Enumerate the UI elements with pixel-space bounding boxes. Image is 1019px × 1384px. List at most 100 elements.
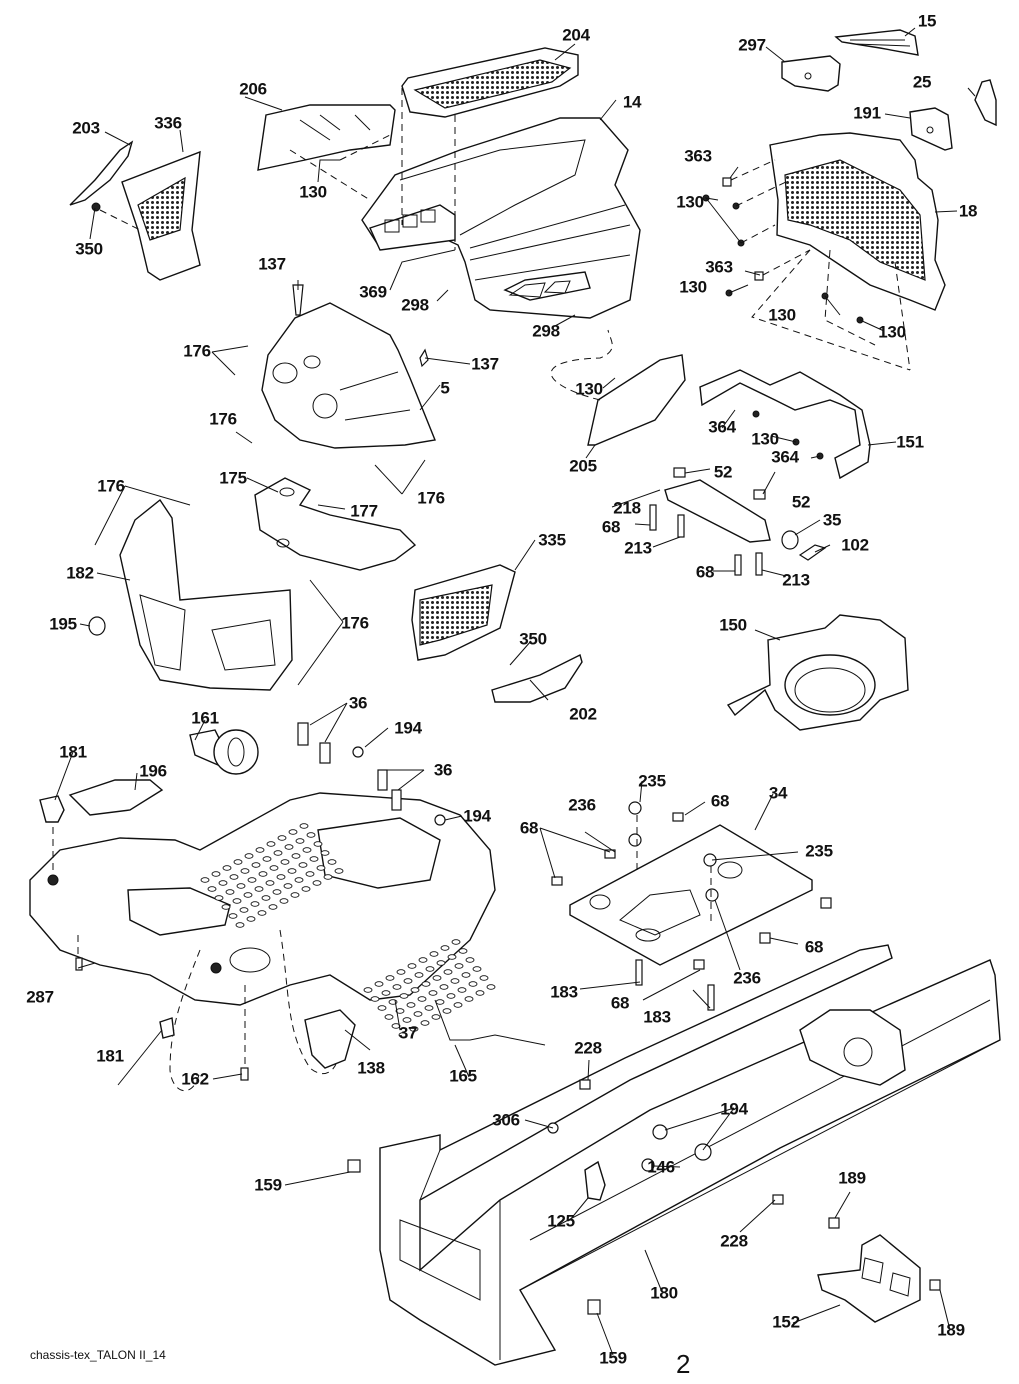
hood-bracket (699, 369, 871, 480)
vent-slot (288, 829, 298, 835)
callout-34: 34 (768, 783, 788, 803)
vent-slot (409, 1026, 419, 1032)
vent-slot (486, 984, 496, 990)
vent-slot (301, 886, 311, 892)
callout-176-c: 176 (417, 488, 445, 508)
callout-176-d: 176 (97, 476, 125, 496)
callout-236-a: 236 (568, 795, 596, 815)
callout-37: 37 (398, 1023, 418, 1043)
vent-slot (479, 975, 489, 981)
callout-68-c: 68 (710, 791, 730, 811)
vent-slot (302, 847, 312, 853)
vent-slot (287, 868, 297, 874)
vent-slot (255, 847, 265, 853)
callout-196: 196 (139, 761, 167, 781)
file-label: chassis-tex_TALON II_14 (30, 1348, 166, 1362)
callout-152: 152 (772, 1312, 800, 1332)
callout-150: 150 (719, 615, 747, 635)
callout-298-a: 298 (401, 295, 429, 315)
callout-195: 195 (49, 614, 77, 634)
side-grille-left (121, 150, 201, 281)
vent-slot (244, 853, 254, 859)
fuel-tank-shroud (726, 614, 909, 731)
rear-guard (817, 1234, 921, 1323)
vent-slot (280, 859, 290, 865)
callout-175: 175 (219, 468, 247, 488)
callout-182: 182 (66, 563, 94, 583)
front-grille (769, 132, 946, 311)
vent-slot (377, 1005, 387, 1011)
vent-slot (276, 874, 286, 880)
vent-slot (272, 889, 282, 895)
vent-slot (262, 856, 272, 862)
callout-137-top: 137 (258, 254, 286, 274)
vent-slot (425, 966, 435, 972)
headlight-lens-15 (834, 29, 919, 56)
vent-slot (251, 862, 261, 868)
callout-336: 336 (154, 113, 182, 133)
callout-194-b: 194 (463, 806, 491, 826)
vent-slot (450, 978, 460, 984)
vent-slot (381, 990, 391, 996)
vent-slot (214, 895, 224, 901)
side-lens-25 (974, 79, 997, 127)
callout-52-a: 52 (713, 462, 733, 482)
vent-slot (440, 945, 450, 951)
callout-183-b: 183 (643, 1007, 671, 1027)
pedal-bracket (664, 479, 771, 543)
vent-slot (299, 823, 309, 829)
callout-130-a: 130 (299, 182, 327, 202)
vent-slot (261, 895, 271, 901)
callout-350-mid: 350 (519, 629, 547, 649)
bushing-181-top (39, 795, 65, 823)
frame (379, 944, 1001, 1366)
vent-slot (232, 898, 242, 904)
rod-165 (434, 999, 546, 1046)
callout-125: 125 (547, 1211, 575, 1231)
vent-slot (298, 862, 308, 868)
callout-218: 218 (613, 498, 641, 518)
vent-slot (305, 871, 315, 877)
callout-15: 15 (917, 11, 937, 31)
vent-slot (295, 838, 305, 844)
bracket-125 (584, 1160, 606, 1201)
vent-slot (228, 913, 238, 919)
vent-slot (323, 874, 333, 880)
callout-228-bottom: 228 (720, 1231, 748, 1251)
vent-slot (424, 1005, 434, 1011)
callout-159-bottom: 159 (599, 1348, 627, 1368)
vent-slot (309, 856, 319, 862)
callout-191: 191 (853, 103, 881, 123)
vent-slot (453, 1002, 463, 1008)
vent-slot (363, 987, 373, 993)
vent-slot (410, 987, 420, 993)
callout-335: 335 (538, 530, 566, 550)
engine-mount-plate (569, 824, 813, 966)
vent-slot (218, 880, 228, 886)
callout-183-a: 183 (550, 982, 578, 1002)
vent-slot (439, 984, 449, 990)
cover-plate (587, 354, 686, 446)
vent-slot (290, 892, 300, 898)
callout-306: 306 (492, 1110, 520, 1130)
vent-slot (421, 981, 431, 987)
vent-slot (246, 916, 256, 922)
vent-slot (277, 835, 287, 841)
vent-slot (316, 865, 326, 871)
callout-181-bottom: 181 (96, 1046, 124, 1066)
callout-181-top: 181 (59, 742, 87, 762)
callout-176-b: 176 (209, 409, 237, 429)
hood (361, 117, 641, 319)
vent-slot (414, 972, 424, 978)
vent-slot (247, 877, 257, 883)
vent-slot (221, 904, 231, 910)
vent-slot (451, 939, 461, 945)
trim-strip-202 (491, 653, 583, 703)
headlight-bracket-191 (909, 107, 953, 151)
callout-176-a: 176 (183, 341, 211, 361)
callout-228-top: 228 (574, 1038, 602, 1058)
vent-slot (239, 907, 249, 913)
callout-350-top: 350 (75, 239, 103, 259)
cover-196 (68, 779, 164, 816)
callout-363-mid: 363 (705, 257, 733, 277)
